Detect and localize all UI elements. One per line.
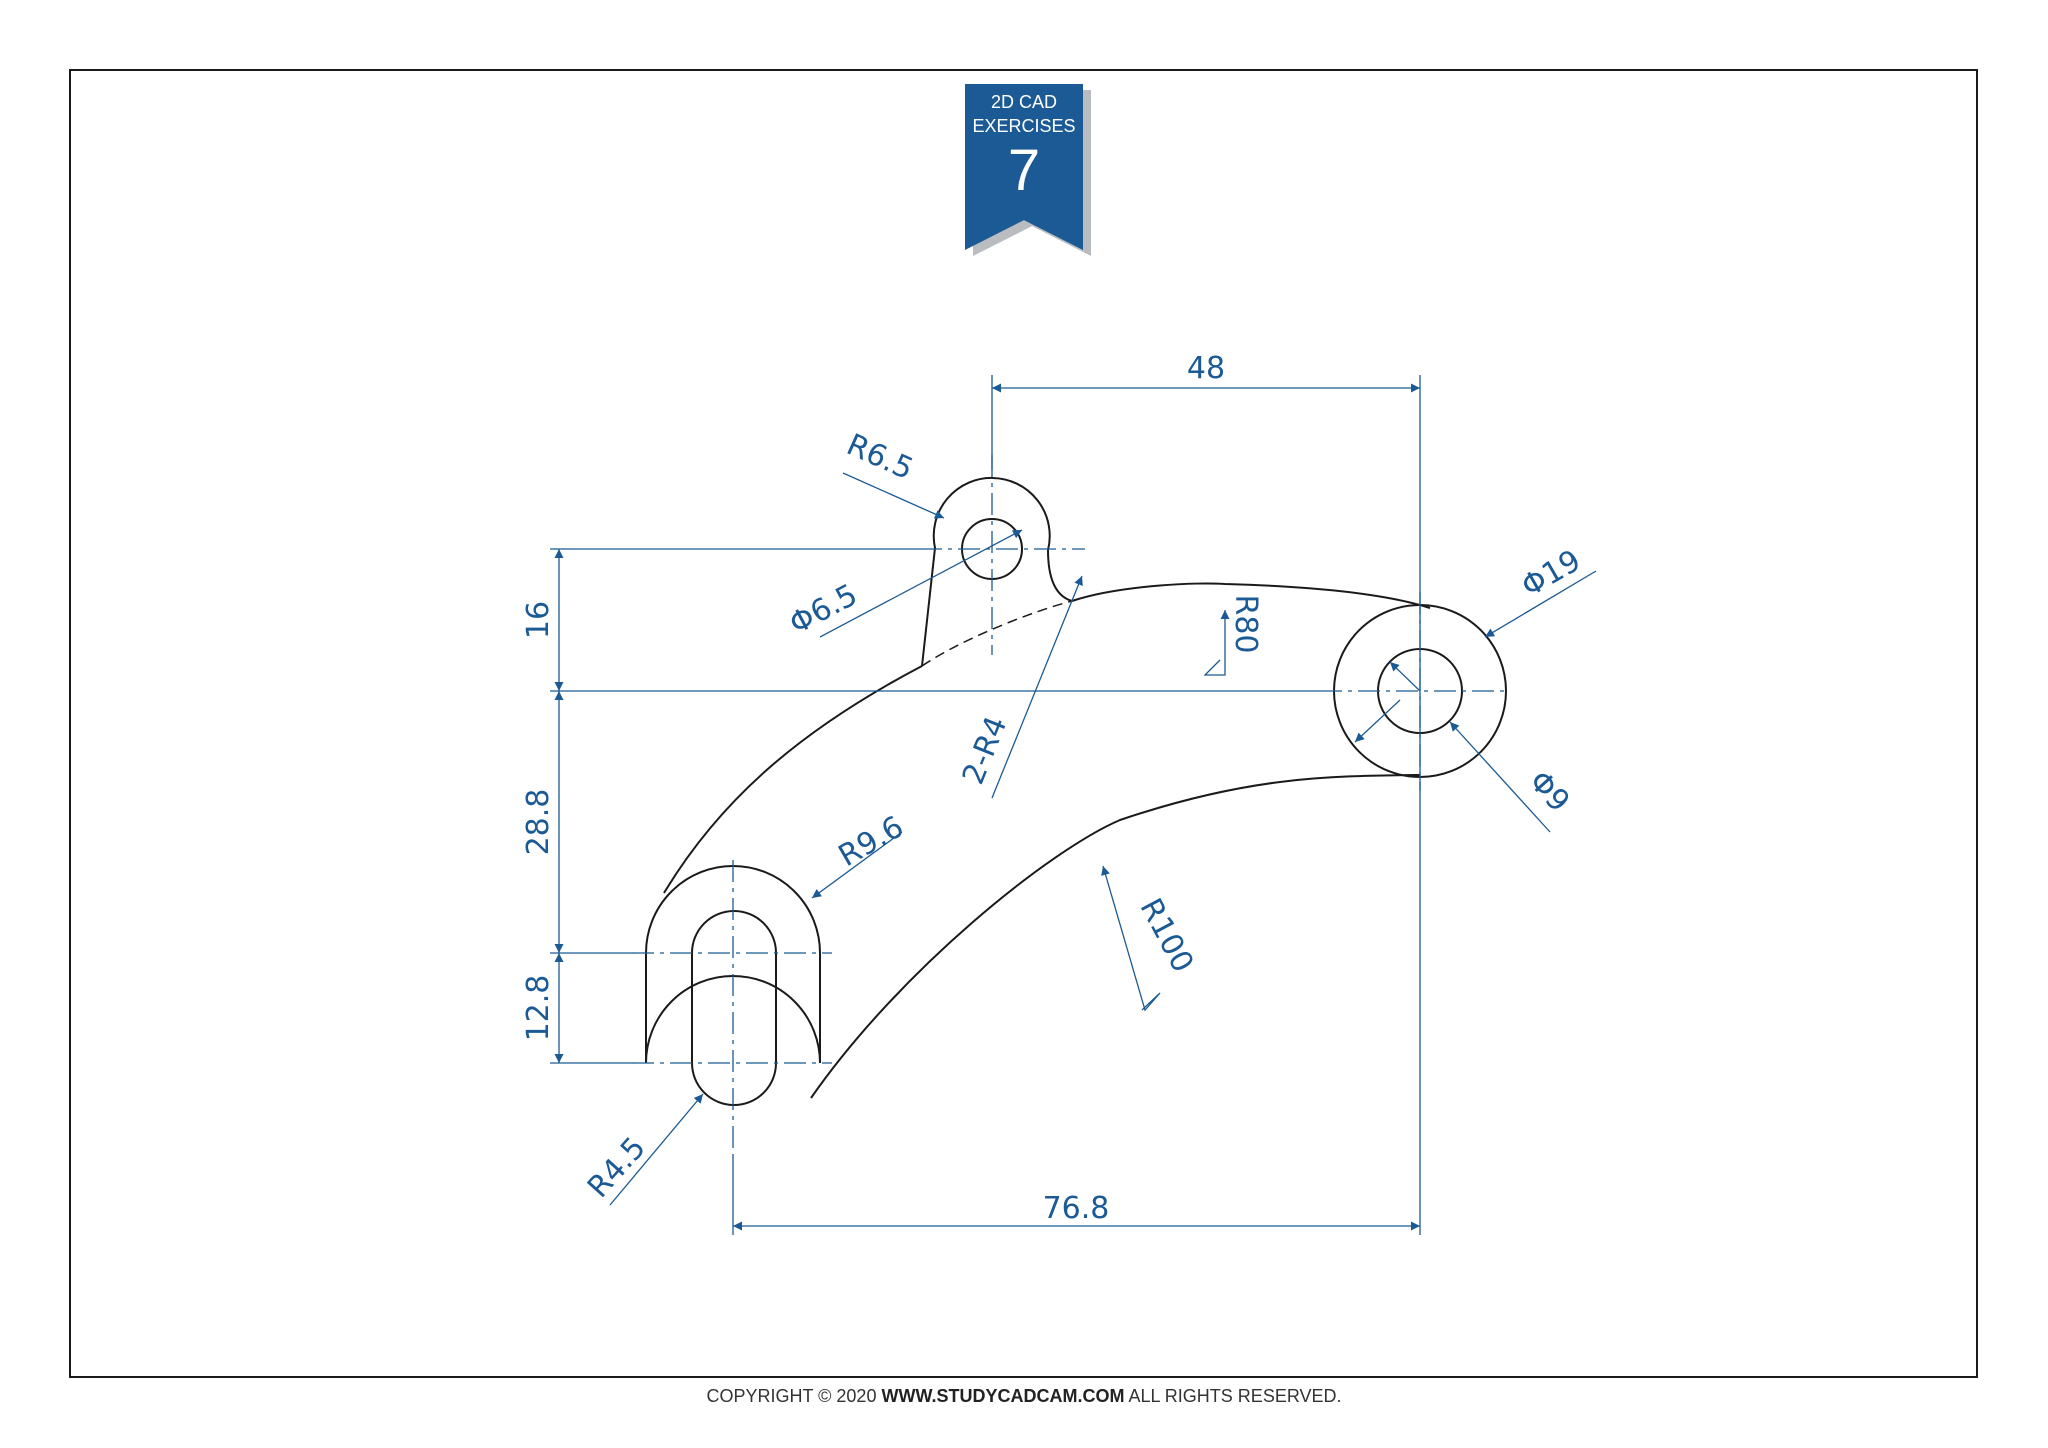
label-r80: R80 [1228,594,1263,653]
dim-16: 16 [521,601,556,639]
label-r9-6: R9.6 [833,809,910,874]
hidden-arc [921,600,1073,667]
label-r6-5: R6.5 [841,427,918,487]
badge-line-2: EXERCISES [972,116,1076,136]
label-phi6-5: Φ6.5 [784,577,863,641]
copyright-site-link[interactable]: WWW.STUDYCADCAM.COM [881,1386,1125,1406]
slot-inner-profile [691,910,777,1106]
leader-2-r4 [991,575,1083,799]
leader-r9-6 [811,831,903,899]
lug-profile [921,476,1073,667]
leader-r100 [1101,865,1161,1012]
center-lines [632,455,1510,1158]
exercise-badge: 2D CAD EXERCISES 7 [965,84,1091,256]
leader-phi19-b [1354,699,1401,743]
upper-arc-r80 [1071,582,1431,609]
left-sweep-arc [663,665,923,894]
leader-r6-5 [842,472,945,519]
dim-48: 48 [1187,351,1225,386]
part-outline [645,476,1507,1106]
label-2-r4: 2-R4 [956,712,1015,790]
badge-line-1: 2D CAD [990,92,1057,112]
dim-12-8: 12.8 [521,975,556,1042]
dim-28-8: 28.8 [521,789,556,856]
leader-r4-5 [609,1093,704,1206]
copyright-suffix: ALL RIGHTS RESERVED. [1124,1386,1342,1406]
dimension-lines [550,375,1597,1235]
label-phi9: Φ9 [1522,764,1577,819]
dim-76-8: 76.8 [1043,1191,1110,1226]
leader-phi9-a [1389,661,1421,692]
label-phi19: Φ19 [1516,543,1587,604]
leader-phi6-5 [819,529,1023,638]
sheet-frame [69,69,1978,1378]
lower-arc-r100 [810,774,1421,1099]
copyright-prefix: COPYRIGHT © 2020 [706,1386,882,1406]
badge-number: 7 [1007,138,1041,203]
leader-phi19-a [1484,570,1597,638]
label-r100: R100 [1133,893,1201,978]
leader-phi9-b [1449,721,1551,833]
copyright-footer: COPYRIGHT © 2020 WWW.STUDYCADCAM.COM ALL… [0,1386,2048,1407]
dimension-labels: 48 76.8 16 28.8 12.8 R6.5 Φ6.5 2-R4 R80 … [521,351,1587,1226]
slot-outer-profile [645,865,821,1064]
leader-r80 [1203,610,1230,676]
